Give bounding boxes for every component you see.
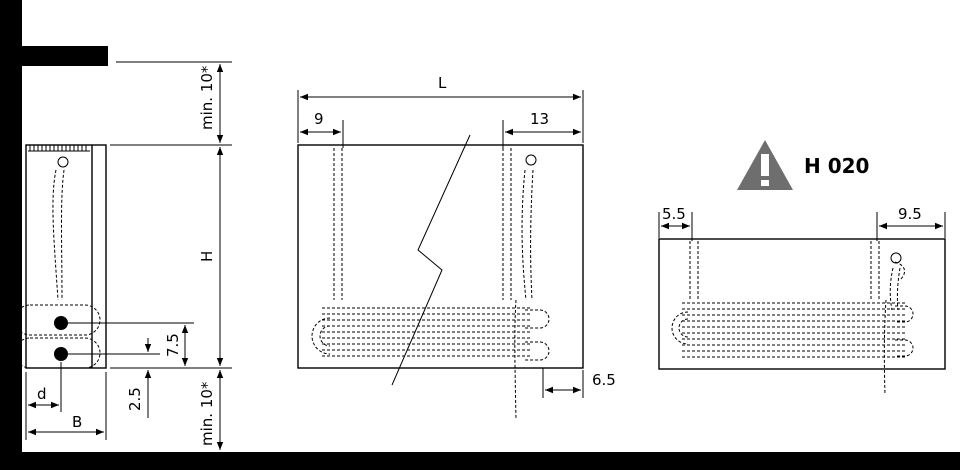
front-view-long-dimensions: [297, 90, 584, 398]
side-view-dimensions: [25, 61, 232, 450]
clearance-bottom-label: min. 10*: [198, 381, 216, 446]
dim-2-5-label: 2.5: [126, 387, 144, 411]
warning-code: H 020: [804, 154, 869, 178]
height-label: H: [198, 251, 216, 262]
depth-d-label: d: [37, 385, 47, 403]
warning-triangle-icon: [737, 140, 793, 190]
front-view-long-radiator: [297, 134, 584, 421]
length-L-label: L: [438, 74, 447, 92]
bottom-offset-6-5-label: 6.5: [592, 371, 616, 389]
depth-B-label: B: [72, 413, 82, 431]
front-view-short-dimensions: [658, 212, 946, 241]
clearance-top-label: min. 10*: [198, 65, 216, 130]
side-view-radiator: [14, 144, 107, 369]
dim-7-5-label: 7.5: [164, 333, 182, 357]
short-left-offset-label: 5.5: [662, 205, 686, 223]
left-offset-9-label: 9: [314, 110, 324, 128]
front-view-short-radiator: [658, 238, 946, 396]
right-offset-13-label: 13: [530, 110, 549, 128]
short-right-offset-label: 9.5: [898, 205, 922, 223]
